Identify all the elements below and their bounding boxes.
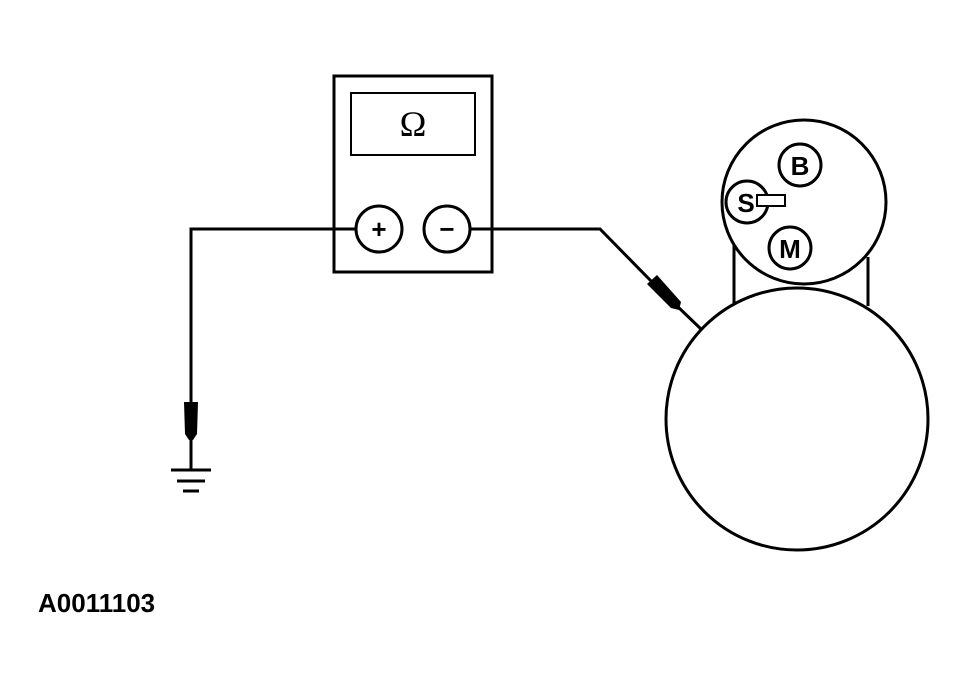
starter-solenoid [720,118,888,286]
positive-lead [184,227,356,470]
starter-motor: B S M [664,118,930,552]
ground-icon [171,468,211,493]
ohmmeter-body [332,74,494,274]
terminal-s-label: S [737,188,754,218]
negative-lead-tip [674,303,704,332]
ohm-symbol: Ω [400,104,427,144]
negative-lead-wire [470,227,654,284]
terminal-m-label: M [779,234,801,264]
positive-terminal-label: + [371,214,386,244]
terminal-s-tab [756,194,786,207]
positive-probe-clip [184,402,198,440]
terminal-b-label: B [791,151,810,181]
positive-lead-wire [189,227,356,402]
terminal-m [767,225,813,271]
negative-probe-clip [647,275,681,310]
terminal-b [777,142,823,188]
ohmmeter: Ω + − [332,74,494,274]
negative-lead [470,227,704,332]
starter-motor-body [664,286,930,552]
negative-terminal-label: − [439,214,454,244]
ohmmeter-display [350,92,476,156]
figure-id: A0011103 [38,588,155,618]
